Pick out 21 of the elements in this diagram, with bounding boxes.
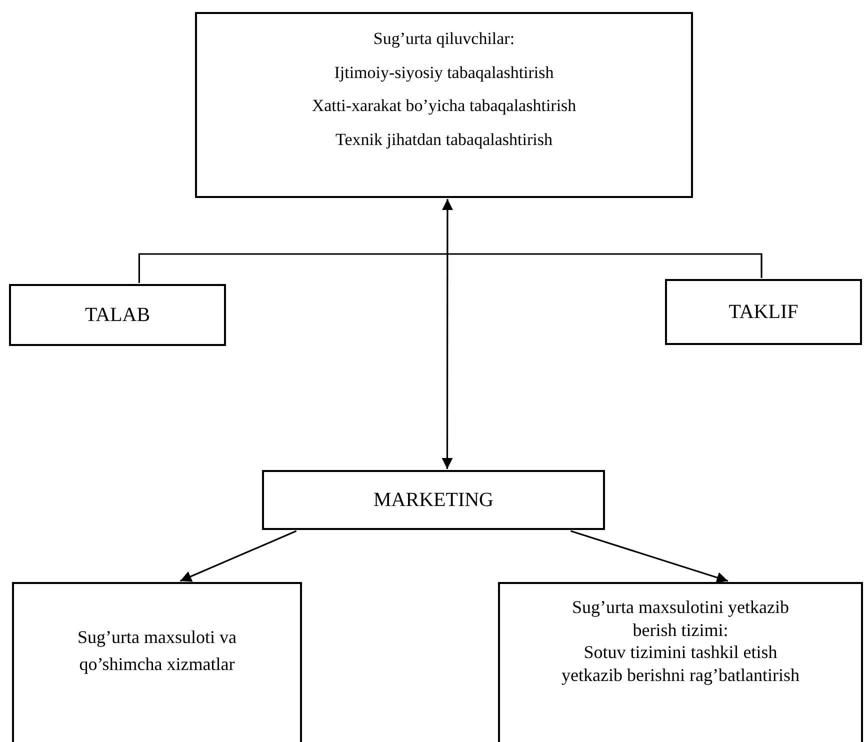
box-text: TAKLIF xyxy=(728,300,798,325)
box-text: Sotuv tizimini tashkil etish xyxy=(584,641,778,664)
box-text: Ijtimoiy-siyosiy tabaqalashtirish xyxy=(334,62,554,84)
arrow xyxy=(570,530,728,583)
box-text: Sug’urta maxsuloti va qo’shimcha xizmatlar xyxy=(76,626,238,676)
text-box xyxy=(195,12,693,198)
text-box xyxy=(9,284,226,346)
box-text: Sug’urta maxsulotini yetkazib berish tizimi: xyxy=(571,596,790,641)
connector-line xyxy=(138,253,762,283)
box-text: Xatti-xarakat bo’yicha tabaqalashtirish xyxy=(312,95,576,117)
text-box xyxy=(12,582,302,742)
box-text: Sug’urta qiluvchilar: xyxy=(373,28,515,50)
arrow xyxy=(442,199,454,469)
box-text: MARKETING xyxy=(374,488,494,513)
box-text: yetkazib berishni rag’batlantirish xyxy=(562,664,800,686)
box-text: TALAB xyxy=(84,303,150,328)
text-box xyxy=(262,470,605,530)
text-box xyxy=(498,582,863,742)
box-text: Texnik jihatdan tabaqalashtirish xyxy=(336,128,552,151)
text-box xyxy=(665,279,862,345)
arrow xyxy=(180,530,297,582)
